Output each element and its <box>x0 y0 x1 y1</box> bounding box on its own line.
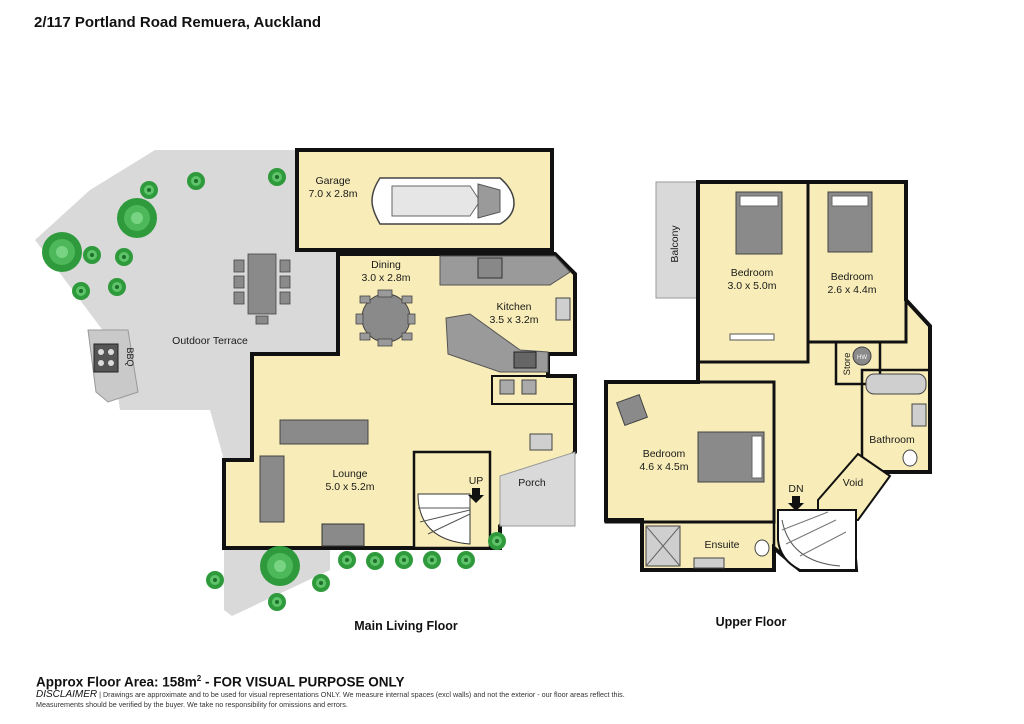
store-label: Store <box>842 353 853 376</box>
kitchen-counter <box>439 255 571 286</box>
bedroom1-name: Bedroom <box>731 267 774 279</box>
dining-table-icon <box>355 289 416 347</box>
bbq-icon <box>93 343 119 373</box>
stairs-up-label: UP <box>469 475 484 487</box>
dining-size: 3.0 x 2.8m <box>361 272 410 284</box>
lounge-name: Lounge <box>332 468 367 480</box>
bedroom2-size: 2.6 x 4.4m <box>827 284 876 296</box>
armchair-icon <box>615 393 649 427</box>
dining-name: Dining <box>371 259 401 271</box>
wc-vanity-icon <box>529 433 553 451</box>
oven-icon <box>477 257 503 279</box>
cooktop-icon <box>513 351 537 369</box>
stairs-up-arrow-icon <box>468 488 484 503</box>
kitchen-size: 3.5 x 3.2m <box>489 314 538 326</box>
fireplace-icon <box>321 523 365 547</box>
bed-icon <box>735 191 783 255</box>
stairs-down-arrow-icon <box>788 496 804 511</box>
toilet-icon <box>902 449 918 467</box>
bathroom-label: Bathroom <box>869 434 915 446</box>
porch-area <box>499 451 576 527</box>
kitchen-name: Kitchen <box>496 301 531 313</box>
ensuite-label: Ensuite <box>704 539 739 551</box>
outdoor-table-icon <box>233 253 291 325</box>
stairs-down-label: DN <box>788 483 803 495</box>
bed-icon <box>697 431 765 483</box>
lounge-size: 5.0 x 5.2m <box>325 481 374 493</box>
wardrobe-icon <box>729 333 775 341</box>
void-label: Void <box>843 477 864 489</box>
hw-label: HW <box>857 355 867 361</box>
sink-icon <box>555 297 571 321</box>
porch-label: Porch <box>518 477 546 489</box>
car-icon <box>371 177 515 225</box>
dryer-icon <box>521 379 537 395</box>
ensuite-vanity-icon <box>693 557 725 569</box>
sofa-icon <box>279 419 369 445</box>
disclaimer: DISCLAIMER | Drawings are approximate an… <box>36 690 656 710</box>
garage-name: Garage <box>315 175 350 187</box>
bedroom1-size: 3.0 x 5.0m <box>727 280 776 292</box>
disclaimer-heading: DISCLAIMER <box>36 689 98 700</box>
bbq-label: BBQ <box>125 347 135 366</box>
bedroom2-name: Bedroom <box>831 271 874 283</box>
bed-icon <box>827 191 873 253</box>
ensuite-toilet-icon <box>754 539 770 557</box>
bedroom3-size: 4.6 x 4.5m <box>639 461 688 473</box>
floor-area-summary: Approx Floor Area: 158m2 - FOR VISUAL PU… <box>36 674 405 690</box>
upper-floor-caption: Upper Floor <box>716 615 787 629</box>
stairs-down <box>777 509 857 571</box>
outdoor-terrace-label: Outdoor Terrace <box>172 335 248 347</box>
vanity-icon <box>911 403 927 427</box>
garage-size: 7.0 x 2.8m <box>308 188 357 200</box>
sofa-side-icon <box>259 455 285 523</box>
main-floor-caption: Main Living Floor <box>354 619 458 633</box>
balcony-label: Balcony <box>669 225 681 263</box>
hot-water-icon <box>852 346 872 366</box>
bathtub-icon <box>865 373 927 395</box>
floor-area-prefix: Approx Floor Area: 158m <box>36 674 197 690</box>
page-title: 2/117 Portland Road Remuera, Auckland <box>34 14 322 31</box>
floor-area-unit-sup: 2 <box>196 674 202 683</box>
bedroom3-name: Bedroom <box>643 448 686 460</box>
washer-icon <box>499 379 515 395</box>
disclaimer-text: | Drawings are approximate and to be use… <box>36 690 625 709</box>
floor-area-suffix: - FOR VISUAL PURPOSE ONLY <box>201 674 405 690</box>
